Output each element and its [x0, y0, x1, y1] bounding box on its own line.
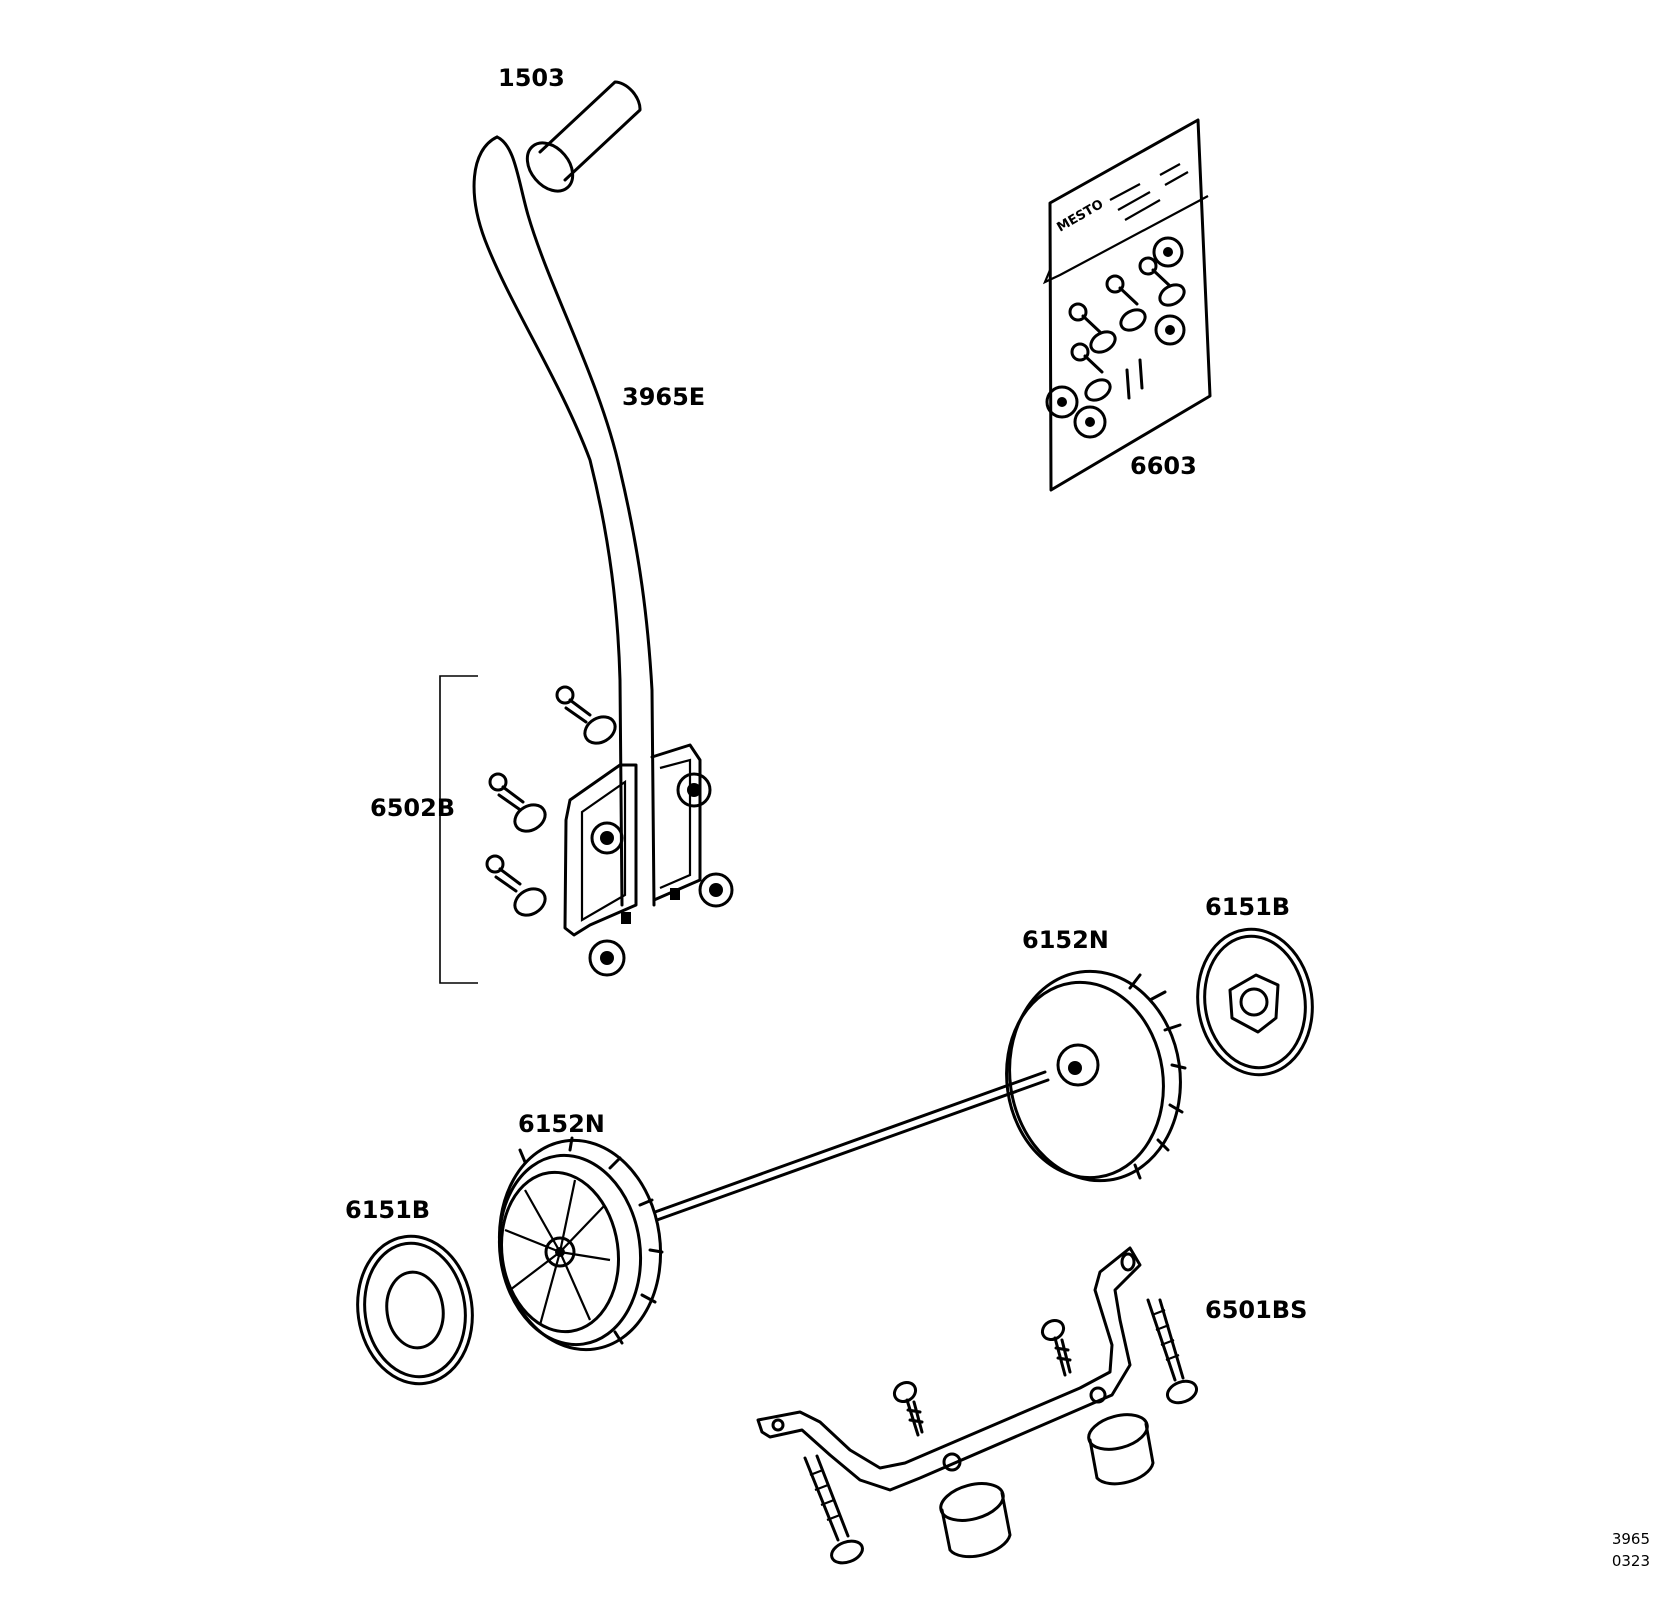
handle-3965e — [472, 135, 656, 907]
bolt-2 — [488, 772, 547, 833]
label-6501bs: 6501BS — [1205, 1296, 1307, 1324]
label-6151b-left: 6151B — [345, 1196, 430, 1224]
screw-1 — [1040, 1318, 1072, 1377]
screw-4 — [803, 1454, 864, 1565]
drawing-code-line2: 0323 — [1611, 1552, 1650, 1570]
wheel-left-6152n — [497, 1136, 664, 1352]
grip-1503 — [525, 80, 642, 193]
screw-2 — [892, 1380, 924, 1437]
nut-3 — [698, 872, 734, 908]
nut-1 — [590, 821, 624, 855]
bolt-3 — [485, 854, 547, 917]
label-6502b: 6502B — [370, 794, 455, 822]
hubcap-left-6151b — [356, 1234, 474, 1386]
hardware-pack-6603: MESTO — [1042, 118, 1212, 492]
label-6603: 6603 — [1130, 452, 1197, 480]
hubcap-right-6151b — [1196, 927, 1314, 1077]
label-6151b-right: 6151B — [1205, 893, 1290, 921]
wheel-right-6152n — [1005, 969, 1187, 1183]
label-1503: 1503 — [498, 64, 565, 92]
nut-2 — [676, 772, 712, 808]
label-3965e: 3965E — [622, 383, 705, 411]
bolt-1 — [555, 685, 617, 745]
label-6152n-left: 6152N — [518, 1110, 605, 1138]
label-6152n-right: 6152N — [1022, 926, 1109, 954]
bracket-kit-6502b — [439, 675, 734, 984]
drawing-code-line1: 3965 — [1611, 1530, 1650, 1548]
nut-4 — [588, 939, 626, 977]
axle-bracket-6501bs — [756, 1246, 1199, 1565]
spacer-1 — [939, 1482, 1012, 1559]
axle — [653, 1070, 1050, 1222]
pack-brand-mesto: MESTO — [1055, 197, 1107, 236]
spacer-2 — [1087, 1413, 1155, 1486]
screw-3 — [1146, 1298, 1199, 1405]
